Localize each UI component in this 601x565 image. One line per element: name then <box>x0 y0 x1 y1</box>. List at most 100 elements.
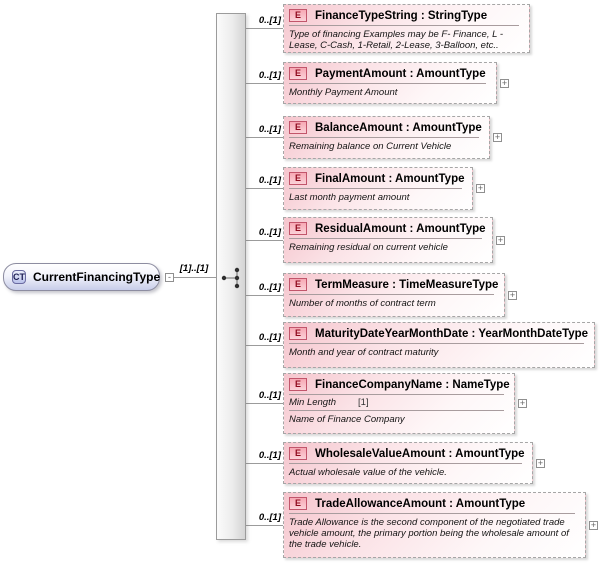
element-box-financecompanyname[interactable]: E FinanceCompanyName : NameType Min Leng… <box>283 373 515 434</box>
connector-line <box>246 525 283 526</box>
connector-line <box>246 137 283 138</box>
connector-line <box>246 403 283 404</box>
element-header: E TradeAllowanceAmount : AmountType <box>284 493 585 512</box>
expand-icon[interactable]: + <box>496 235 505 245</box>
element-header: E TermMeasure : TimeMeasureType <box>284 274 504 293</box>
sequence-icon[interactable] <box>220 265 246 291</box>
element-icon: E <box>289 378 307 391</box>
cardinality-label: 0..[1] <box>258 124 281 135</box>
divider <box>289 188 462 189</box>
element-header: E FinanceTypeString : StringType <box>284 5 529 24</box>
element-icon: E <box>289 278 307 291</box>
element-header: E BalanceAmount : AmountType <box>284 117 489 136</box>
root-cardinality-label: [1]..[1] <box>179 263 209 274</box>
divider <box>289 463 522 464</box>
element-annotation: Remaining residual on current vehicle <box>289 242 448 253</box>
element-title: TermMeasure : TimeMeasureType <box>315 278 499 291</box>
element-annotation: Type of financing Examples may be F- Fin… <box>289 29 504 51</box>
divider <box>289 137 479 138</box>
element-annotation: Actual wholesale value of the vehicle. <box>289 467 447 478</box>
element-box-maturitydateyearmonthdate[interactable]: E MaturityDateYearMonthDate : YearMonthD… <box>283 322 595 368</box>
divider <box>289 343 584 344</box>
cardinality-label: 0..[1] <box>258 15 281 26</box>
connector-line <box>246 463 283 464</box>
divider <box>289 83 486 84</box>
element-header: E FinanceCompanyName : NameType <box>284 374 514 393</box>
element-icon: E <box>289 9 307 22</box>
element-header: E WholesaleValueAmount : AmountType <box>284 443 532 462</box>
expand-icon[interactable]: + <box>518 398 527 408</box>
element-annotation: Name of Finance Company <box>289 414 405 425</box>
complex-type-node[interactable]: CT CurrentFinancingType <box>3 263 160 291</box>
element-icon: E <box>289 327 307 340</box>
element-title: BalanceAmount : AmountType <box>315 121 482 134</box>
expand-icon[interactable]: + <box>500 78 509 88</box>
expand-icon[interactable]: + <box>508 290 517 300</box>
facet-name: Min Length <box>289 397 337 408</box>
element-title: FinanceCompanyName : NameType <box>315 378 510 391</box>
element-icon: E <box>289 67 307 80</box>
element-icon: E <box>289 447 307 460</box>
element-header: E ResidualAmount : AmountType <box>284 218 492 237</box>
element-box-financetypestring[interactable]: E FinanceTypeString : StringType Type of… <box>283 4 530 53</box>
divider <box>289 294 494 295</box>
facet-row: Min Length [1] <box>284 397 514 409</box>
element-box-balanceamount[interactable]: E BalanceAmount : AmountType Remaining b… <box>283 116 490 159</box>
expand-icon[interactable]: + <box>493 132 502 142</box>
element-box-wholesalevalueamount[interactable]: E WholesaleValueAmount : AmountType Actu… <box>283 442 533 484</box>
element-annotation: Number of months of contract term <box>289 298 436 309</box>
element-title: WholesaleValueAmount : AmountType <box>315 447 525 460</box>
facet-value: [1] <box>358 397 369 408</box>
element-annotation: Last month payment amount <box>289 192 410 203</box>
cardinality-label: 0..[1] <box>258 332 281 343</box>
connector-line <box>246 188 283 189</box>
element-box-finalamount[interactable]: E FinalAmount : AmountType Last month pa… <box>283 167 473 210</box>
element-title: ResidualAmount : AmountType <box>315 222 486 235</box>
element-header: E PaymentAmount : AmountType <box>284 63 496 82</box>
connector-line <box>246 295 283 296</box>
element-title: MaturityDateYearMonthDate : YearMonthDat… <box>315 327 589 340</box>
element-title: PaymentAmount : AmountType <box>315 67 486 80</box>
connector-line <box>246 240 283 241</box>
cardinality-label: 0..[1] <box>258 227 281 238</box>
element-header: E FinalAmount : AmountType <box>284 168 472 187</box>
divider <box>289 238 482 239</box>
complex-type-icon: CT <box>12 270 26 284</box>
element-box-tradeallowanceamount[interactable]: E TradeAllowanceAmount : AmountType Trad… <box>283 492 586 558</box>
cardinality-label: 0..[1] <box>258 70 281 81</box>
expand-icon[interactable]: + <box>476 183 485 193</box>
complex-type-name: CurrentFinancingType <box>33 270 161 284</box>
collapse-icon[interactable]: - <box>165 273 174 282</box>
divider <box>289 394 504 395</box>
connector-line <box>246 345 283 346</box>
element-box-paymentamount[interactable]: E PaymentAmount : AmountType Monthly Pay… <box>283 62 497 104</box>
connector-line <box>174 277 216 278</box>
cardinality-label: 0..[1] <box>258 390 281 401</box>
element-box-termmeasure[interactable]: E TermMeasure : TimeMeasureType Number o… <box>283 273 505 317</box>
element-icon: E <box>289 497 307 510</box>
cardinality-label: 0..[1] <box>258 175 281 186</box>
sequence-compositor-bar[interactable] <box>216 13 246 540</box>
element-annotation: Month and year of contract maturity <box>289 347 439 358</box>
element-title: FinanceTypeString : StringType <box>315 9 488 22</box>
element-icon: E <box>289 172 307 185</box>
cardinality-label: 0..[1] <box>258 512 281 523</box>
element-annotation: Trade Allowance is the second component … <box>289 517 569 550</box>
divider <box>289 513 575 514</box>
connector-line <box>246 28 283 29</box>
element-title: FinalAmount : AmountType <box>315 172 465 185</box>
element-icon: E <box>289 121 307 134</box>
element-annotation: Remaining balance on Current Vehicle <box>289 141 452 152</box>
connector-line <box>246 83 283 84</box>
expand-icon[interactable]: + <box>589 520 598 530</box>
divider <box>289 25 519 26</box>
divider <box>289 410 504 411</box>
element-title: TradeAllowanceAmount : AmountType <box>315 497 526 510</box>
expand-icon[interactable]: + <box>536 458 545 468</box>
cardinality-label: 0..[1] <box>258 282 281 293</box>
cardinality-label: 0..[1] <box>258 450 281 461</box>
element-icon: E <box>289 222 307 235</box>
element-annotation: Monthly Payment Amount <box>289 87 398 98</box>
element-box-residualamount[interactable]: E ResidualAmount : AmountType Remaining … <box>283 217 493 263</box>
